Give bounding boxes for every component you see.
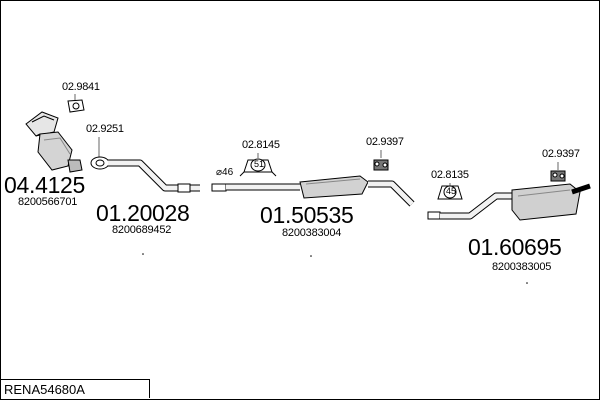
catalyst-oe-number: 8200566701 [18, 196, 78, 208]
catalyst-part [25, 111, 83, 173]
hanger-center-part [373, 159, 389, 171]
gasket-cat-part [67, 99, 85, 113]
rear-silencer-oe-number: 8200383005 [492, 261, 552, 273]
hanger-rear-part [550, 170, 566, 182]
front-pipe-code: 01.20028 [96, 200, 190, 226]
rear-silencer-code: 01.60695 [468, 234, 562, 260]
front-pipe-part [108, 159, 200, 193]
rear-silencer-part [427, 183, 591, 221]
center-silencer-code: 01.50535 [260, 202, 354, 228]
clamp-center-part [239, 158, 277, 177]
clamp-center-size: 51 [254, 159, 265, 169]
clamp-rear-label: 02.8135 [431, 169, 469, 181]
hanger-rear-label: 02.9397 [542, 148, 580, 160]
catalyst-code: 04.4125 [4, 172, 86, 198]
gasket-cat-label: 02.9841 [62, 81, 100, 93]
front-pipe-oe-number: 8200689452 [112, 224, 172, 236]
clamp-rear-part [437, 185, 463, 200]
center-silencer-oe-number: 8200383004 [282, 227, 342, 239]
clamp-center-label: 02.8145 [242, 139, 280, 151]
gasket-flange-label: 02.9251 [86, 123, 124, 135]
hanger-center-label: 02.9397 [366, 136, 404, 148]
kit-reference-label: RENA54680A [0, 379, 150, 398]
clamp-rear-size: 45 [446, 186, 457, 196]
gasket-flange-part [90, 156, 110, 170]
pipe-diameter-label: ⌀46 [216, 167, 234, 178]
center-silencer-part [211, 175, 415, 207]
